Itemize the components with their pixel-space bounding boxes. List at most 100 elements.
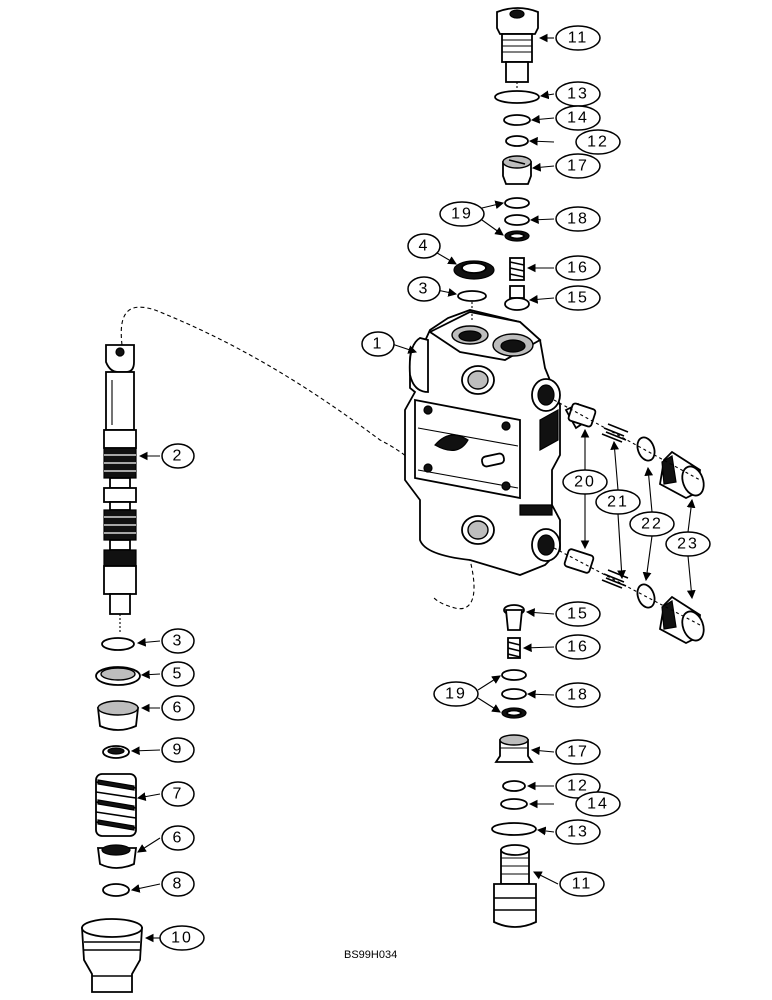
callout-17-lower: 17: [555, 739, 601, 765]
svg-text:19: 19: [451, 206, 473, 223]
svg-text:5: 5: [173, 666, 184, 683]
callout-8: 8: [161, 871, 195, 897]
callout-4: 4: [407, 233, 441, 259]
svg-text:11: 11: [572, 876, 593, 893]
callout-14-lower: 14: [575, 791, 621, 817]
spring-7: [95, 773, 137, 837]
spring-16-lower: [507, 637, 521, 659]
callout-12-upper: 12: [575, 129, 621, 155]
o-ring-3-upper: [457, 290, 487, 302]
spring-21-lower: [601, 569, 629, 589]
callout-18-upper: 18: [555, 206, 601, 232]
relief-fitting-11-upper: [496, 7, 539, 90]
callout-19-lower: 19: [433, 681, 479, 707]
callout-3-left: 3: [161, 628, 195, 654]
callout-20: 20: [562, 469, 608, 495]
o-ring-3-left: [101, 637, 135, 651]
svg-text:2: 2: [173, 448, 184, 465]
ring-12-upper: [505, 135, 529, 147]
svg-text:12: 12: [587, 134, 609, 151]
svg-text:1: 1: [373, 336, 384, 353]
callout-19-upper: 19: [439, 201, 485, 227]
plug-23-lower: [659, 595, 705, 645]
callout-12-lower: 12: [555, 773, 601, 799]
svg-text:3: 3: [173, 633, 184, 650]
callout-5: 5: [161, 661, 195, 687]
svg-text:9: 9: [173, 742, 184, 759]
callout-11-lower: 11: [559, 871, 605, 897]
svg-text:16: 16: [567, 639, 589, 656]
callout-1: 1: [361, 331, 395, 357]
svg-text:17: 17: [567, 744, 589, 761]
svg-text:20: 20: [574, 474, 596, 491]
callout-11-upper: 11: [555, 25, 601, 51]
callout-13-lower: 13: [555, 819, 601, 845]
leader-lines: [130, 33, 696, 943]
svg-text:18: 18: [567, 211, 589, 228]
adjusting-plug-17-upper: [502, 155, 532, 185]
svg-text:23: 23: [677, 536, 699, 553]
svg-text:14: 14: [567, 110, 589, 127]
svg-text:18: 18: [567, 687, 589, 704]
poppet-15-upper: [504, 285, 530, 311]
washer-5: [95, 666, 141, 686]
svg-text:12: 12: [567, 778, 589, 795]
valve-body-1: [404, 309, 561, 576]
svg-text:15: 15: [567, 606, 589, 623]
o-ring-22-upper: [636, 436, 656, 462]
svg-text:6: 6: [173, 700, 184, 717]
svg-text:13: 13: [567, 86, 589, 103]
ring-14-upper: [503, 114, 531, 126]
seal-4: [453, 260, 495, 280]
callout-22: 22: [629, 511, 675, 537]
svg-text:22: 22: [641, 516, 663, 533]
callout-18-lower: 18: [555, 682, 601, 708]
svg-text:3: 3: [419, 281, 430, 298]
callout-2: 2: [161, 443, 195, 469]
spacer-9: [102, 745, 130, 759]
poppet-15-lower: [503, 604, 525, 631]
spring-21-upper: [601, 423, 629, 443]
spring-16-upper: [509, 257, 525, 281]
ring-19-lower-a: [501, 669, 527, 681]
callout-3-upper: 3: [407, 276, 441, 302]
ring-19-upper-a: [504, 197, 530, 209]
svg-text:16: 16: [567, 260, 589, 277]
callout-23: 23: [665, 531, 711, 557]
callout-16-upper: 16: [555, 255, 601, 281]
svg-text:17: 17: [567, 158, 589, 175]
ring-18-lower: [501, 688, 527, 700]
cap-10: [81, 918, 143, 993]
o-ring-13-upper: [494, 90, 540, 104]
spool-assembly: [103, 344, 137, 632]
adjusting-plug-17-lower: [494, 734, 534, 763]
svg-text:8: 8: [173, 876, 184, 893]
svg-text:7: 7: [173, 786, 184, 803]
svg-text:11: 11: [568, 30, 589, 47]
ring-12-lower: [502, 780, 526, 792]
svg-text:14: 14: [587, 796, 609, 813]
plug-23-upper: [659, 450, 705, 500]
callout-6-lower: 6: [161, 825, 195, 851]
callout-15-lower: 15: [555, 601, 601, 627]
svg-text:10: 10: [171, 930, 193, 947]
svg-text:13: 13: [567, 824, 589, 841]
svg-text:15: 15: [567, 290, 589, 307]
spring-cup-6-lower: [96, 844, 138, 869]
svg-text:19: 19: [445, 686, 467, 703]
callout-15-upper: 15: [555, 285, 601, 311]
callout-21: 21: [595, 489, 641, 515]
callout-16-lower: 16: [555, 634, 601, 660]
callout-6-upper: 6: [161, 695, 195, 721]
o-ring-13-lower: [491, 822, 537, 836]
relief-fitting-11-lower: [493, 844, 537, 928]
spring-cup-6-upper: [96, 700, 140, 731]
callout-17-upper: 17: [555, 153, 601, 179]
callout-9: 9: [161, 737, 195, 763]
check-poppet-20-lower: [563, 548, 595, 574]
ring-18-upper: [504, 214, 530, 226]
callout-10: 10: [159, 925, 205, 951]
callout-14-upper: 14: [555, 105, 601, 131]
